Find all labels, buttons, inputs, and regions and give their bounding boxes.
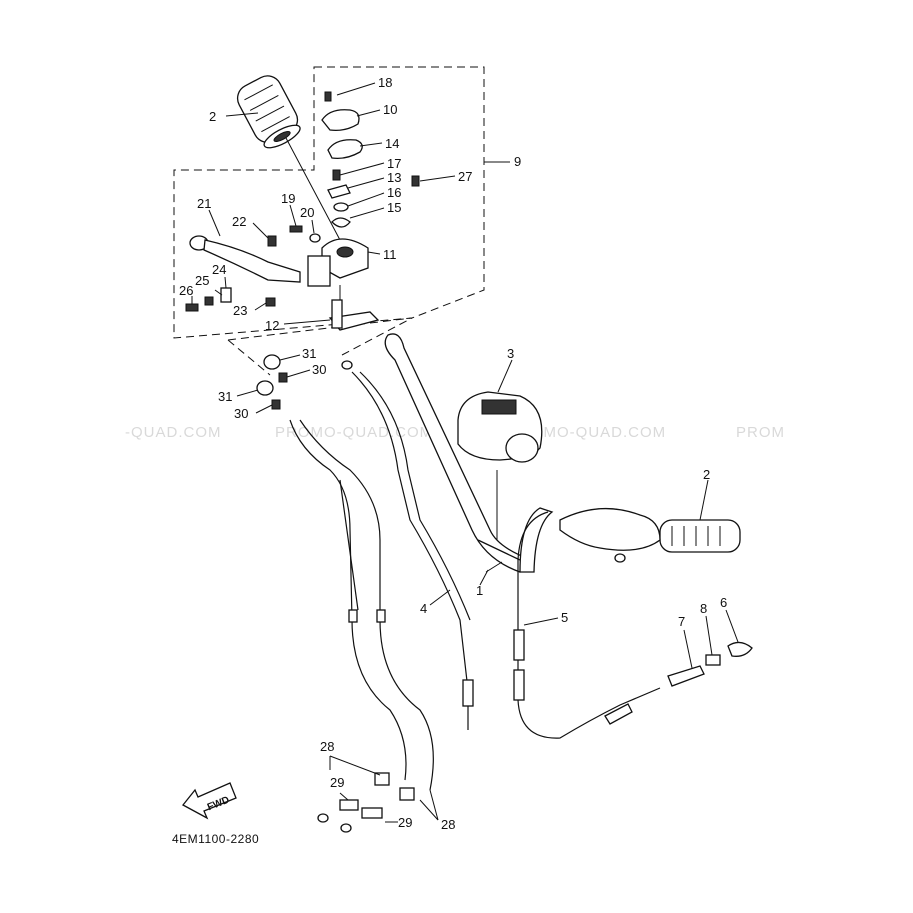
callout-19: 19 — [281, 191, 295, 206]
callout-7: 7 — [678, 614, 685, 629]
callout-3: 3 — [507, 346, 514, 361]
callout-31-upper: 31 — [302, 346, 316, 361]
fwd-arrow: FWD — [182, 782, 237, 820]
callout-15: 15 — [387, 200, 401, 215]
callout-17: 17 — [387, 156, 401, 171]
callout-labels: 18 10 14 17 13 16 15 27 9 2 21 22 19 20 … — [179, 75, 727, 832]
left-grip — [236, 75, 341, 241]
callout-25: 25 — [195, 273, 209, 288]
callout-1: 1 — [476, 583, 483, 598]
group-outline — [173, 66, 485, 376]
watermark-2: PROMO-QUAD.COM — [275, 424, 433, 441]
right-grip — [559, 507, 741, 563]
watermark-3: PROMO-QUAD.COM — [508, 424, 666, 441]
throttle-cable — [341, 360, 474, 730]
handlebar — [384, 333, 554, 573]
switch-housing — [457, 391, 543, 540]
callout-16: 16 — [387, 185, 401, 200]
callout-28-lower: 28 — [441, 817, 455, 832]
callout-20: 20 — [300, 205, 314, 220]
callout-2-left: 2 — [209, 109, 216, 124]
part-code: 4EM1100-2280 — [172, 832, 259, 846]
callout-14: 14 — [385, 136, 399, 151]
leader-lines — [191, 82, 739, 823]
watermark-row: -QUAD.COM PROMO-QUAD.COM PROMO-QUAD.COM … — [125, 424, 785, 441]
callout-2-right: 2 — [703, 467, 710, 482]
callout-4: 4 — [420, 601, 427, 616]
callout-29-lower: 29 — [398, 815, 412, 830]
callout-12: 12 — [265, 318, 279, 333]
callout-18: 18 — [378, 75, 392, 90]
cable-adjusters — [317, 772, 415, 833]
callout-31-lower: 31 — [218, 389, 232, 404]
callout-21: 21 — [197, 196, 211, 211]
callout-5: 5 — [561, 610, 568, 625]
watermark-4: PROM — [736, 424, 785, 441]
callout-24: 24 — [212, 262, 226, 277]
callout-28-upper: 28 — [320, 739, 334, 754]
callout-29-upper: 29 — [330, 775, 344, 790]
callout-13: 13 — [387, 170, 401, 185]
choke-cable — [513, 511, 661, 739]
choke-lever-parts — [667, 641, 753, 687]
callout-10: 10 — [383, 102, 397, 117]
callout-6: 6 — [720, 595, 727, 610]
callout-27: 27 — [458, 169, 472, 184]
callout-23: 23 — [233, 303, 247, 318]
callout-30-lower: 30 — [234, 406, 248, 421]
callout-26: 26 — [179, 283, 193, 298]
callout-30-upper: 30 — [312, 362, 326, 377]
watermark-1: -QUAD.COM — [125, 424, 222, 441]
callout-11: 11 — [383, 247, 397, 262]
callout-9: 9 — [514, 154, 521, 169]
brake-cables — [256, 354, 434, 791]
brake-lever-assembly — [185, 225, 380, 331]
callout-8: 8 — [700, 601, 707, 616]
callout-22: 22 — [232, 214, 246, 229]
